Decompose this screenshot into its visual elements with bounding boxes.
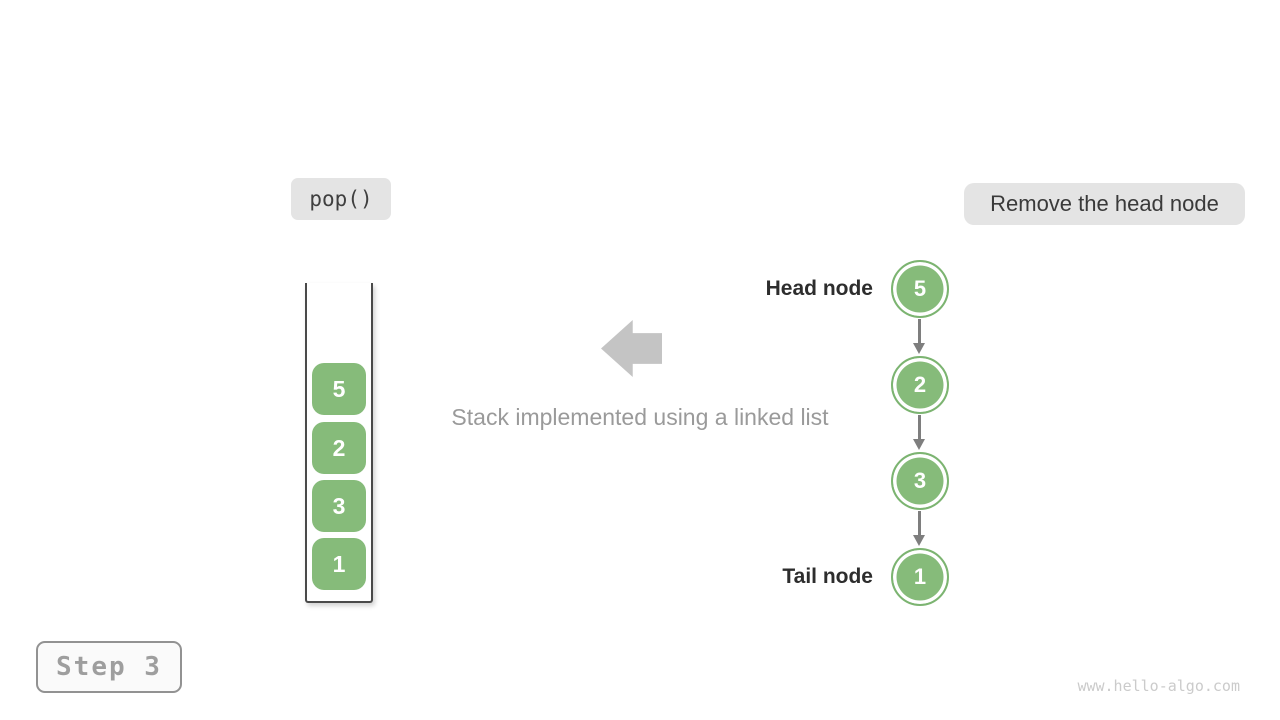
stack-cell: 5 <box>312 363 366 415</box>
linked-list-node: 2 <box>891 356 949 414</box>
caption-text: Stack implemented using a linked list <box>451 404 829 430</box>
linked-list-node-value: 5 <box>913 276 927 301</box>
down-arrow-shaft <box>918 511 921 536</box>
pop-operation-label: pop() <box>291 178 391 220</box>
step-badge-text: Step 3 <box>56 652 162 682</box>
step-badge: Step 3 <box>36 641 182 693</box>
stack-cell-value: 2 <box>332 434 346 461</box>
linked-list-node-value: 1 <box>913 564 927 589</box>
linked-list-node-value: 2 <box>913 372 927 397</box>
stack-cell: 1 <box>312 538 366 590</box>
linked-list-node-value: 3 <box>913 468 927 493</box>
stack-cell-value: 5 <box>332 375 346 402</box>
stack-cell: 3 <box>312 480 366 532</box>
stack-cell-value: 1 <box>332 550 346 577</box>
down-arrow-head <box>913 535 925 546</box>
action-label-text: Remove the head node <box>990 191 1219 216</box>
action-label: Remove the head node <box>964 183 1245 225</box>
stack-cell: 2 <box>312 422 366 474</box>
head-node-label: Head node <box>765 277 873 300</box>
down-arrow-head <box>913 439 925 450</box>
left-block-arrow-icon <box>601 320 662 377</box>
stack-container <box>305 283 373 603</box>
tail-node-label: Tail node <box>782 565 873 588</box>
linked-list-node: 5 <box>891 260 949 318</box>
down-arrow-head <box>913 343 925 354</box>
stack-cell-value: 3 <box>332 492 346 519</box>
linked-list-node: 3 <box>891 452 949 510</box>
linked-list-node: 1 <box>891 548 949 606</box>
pop-operation-text: pop() <box>309 187 373 211</box>
down-arrow-shaft <box>918 319 921 344</box>
down-arrow-shaft <box>918 415 921 440</box>
watermark-text: www.hello-algo.com <box>1077 677 1240 695</box>
